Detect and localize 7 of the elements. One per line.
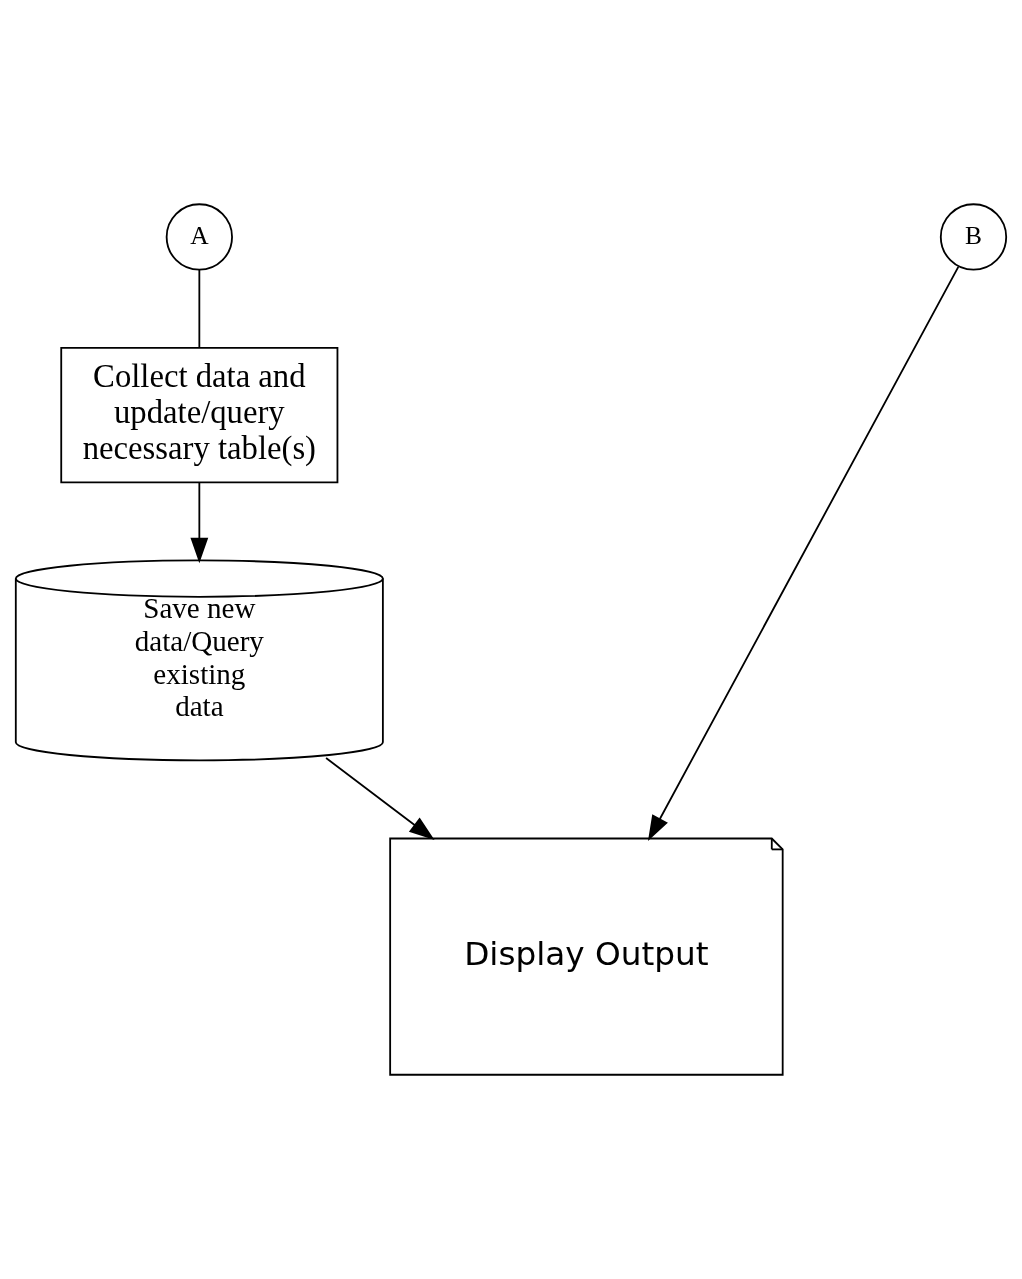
arrow [325, 757, 435, 841]
node-circle: B [939, 203, 1008, 271]
arrow [647, 265, 960, 841]
node-box: Collect data and update/query necessary table(s) [60, 346, 339, 484]
connector [198, 269, 201, 349]
node-circle: A [165, 203, 233, 271]
arrow [190, 482, 209, 564]
